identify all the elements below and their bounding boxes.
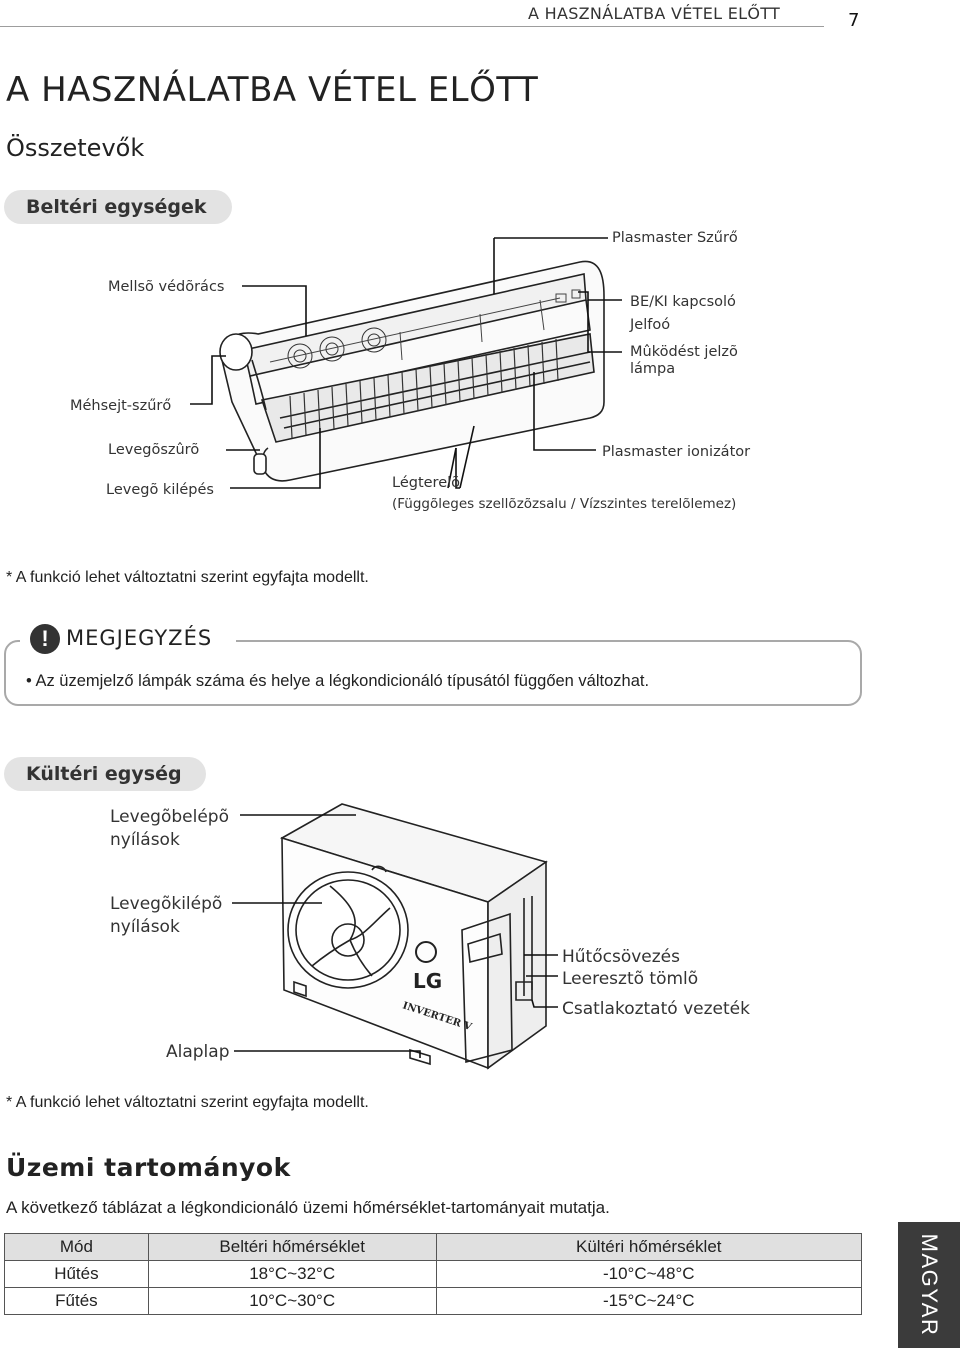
label-base-plate: Alaplap: [166, 1042, 230, 1062]
table-row: Hűtés 18°C~32°C -10°C~48°C: [4, 1260, 863, 1288]
table-header-row: Mód Beltéri hőmérséklet Kültéri hőmérsék…: [4, 1233, 863, 1261]
label-connecting-cable: Csatlakoztató vezeték: [562, 999, 750, 1019]
label-front-grille: Mellsõ védõrács: [108, 279, 225, 295]
outdoor-footnote: * A funkció lehet változtatni szerint eg…: [6, 1094, 369, 1111]
label-refrigerant-piping: Hűtőcsövezés: [562, 947, 680, 967]
header-rule: [0, 26, 824, 27]
note-title: MEGJEGYZÉS: [66, 626, 213, 650]
exclamation-icon: !: [30, 624, 60, 654]
page-number: 7: [848, 10, 860, 31]
note-text: • Az üzemjelző lámpák száma és helye a l…: [26, 672, 650, 690]
label-honeycomb-filter: Méhsejt-szűrő: [70, 398, 172, 414]
label-operation-lamp: Mûködést jelzõ: [630, 344, 738, 360]
table-row: Fűtés 10°C~30°C -15°C~24°C: [4, 1287, 863, 1315]
operating-ranges-intro: A következő táblázat a légkondicionáló ü…: [6, 1198, 610, 1217]
label-drain-hose: Leeresztõ tömlõ: [562, 969, 699, 989]
indoor-footnote: * A funkció lehet változtatni szerint eg…: [6, 569, 369, 586]
column-header: Mód: [4, 1233, 149, 1261]
table-cell: -10°C~48°C: [435, 1260, 863, 1288]
running-header: A HASZNÁLATBA VÉTEL ELŐTT: [528, 4, 781, 23]
label-plasmaster-ionizer: Plasmaster ionizátor: [602, 444, 751, 460]
label-air-inlet: Levegõbelépõ: [110, 807, 229, 827]
label-louver-detail: (Függõleges szellõzõzsalu / Vízszintes t…: [392, 496, 737, 512]
table-cell: 10°C~30°C: [147, 1287, 437, 1315]
table-cell: Hűtés: [4, 1260, 149, 1288]
language-tab-label: MAGYAR: [917, 1233, 942, 1337]
outdoor-unit-pill: Kültéri egység: [4, 757, 206, 791]
label-onoff-switch: BE/KI kapcsoló: [630, 294, 736, 310]
language-tab: MAGYAR: [898, 1222, 960, 1348]
label-air-filter: Levegõszûrõ: [108, 442, 200, 458]
table-cell: -15°C~24°C: [435, 1287, 863, 1315]
column-header: Kültéri hőmérséklet: [435, 1233, 863, 1261]
label-signal-receiver: Jelfoó: [630, 317, 671, 333]
label-air-outlet-openings-line2: nyílások: [110, 917, 180, 937]
indoor-units-pill: Beltéri egységek: [4, 190, 232, 224]
table-cell: 18°C~32°C: [147, 1260, 437, 1288]
brand-logo: LG: [413, 969, 442, 993]
table-cell: Fűtés: [4, 1287, 149, 1315]
label-air-outlet: Levegõ kilépés: [106, 482, 214, 498]
indoor-unit-diagram: [190, 237, 622, 489]
column-header: Beltéri hőmérséklet: [147, 1233, 437, 1261]
page-title: A HASZNÁLATBA VÉTEL ELŐTT: [6, 70, 539, 110]
components-heading: Összetevők: [6, 134, 145, 162]
label-air-inlet-line2: nyílások: [110, 830, 180, 850]
operating-ranges-heading: Üzemi tartományok: [6, 1153, 291, 1182]
label-plasmaster-filter: Plasmaster Szűrő: [612, 230, 738, 246]
operating-ranges-table: Mód Beltéri hőmérséklet Kültéri hőmérsék…: [4, 1233, 863, 1315]
label-air-outlet-openings: Levegõkilépõ: [110, 894, 223, 914]
label-operation-lamp-line2: lámpa: [630, 361, 676, 377]
note-box: [4, 640, 862, 706]
outdoor-unit-diagram: LG INVERTER V: [232, 803, 558, 1070]
label-louver: Légterelõ: [392, 475, 461, 491]
